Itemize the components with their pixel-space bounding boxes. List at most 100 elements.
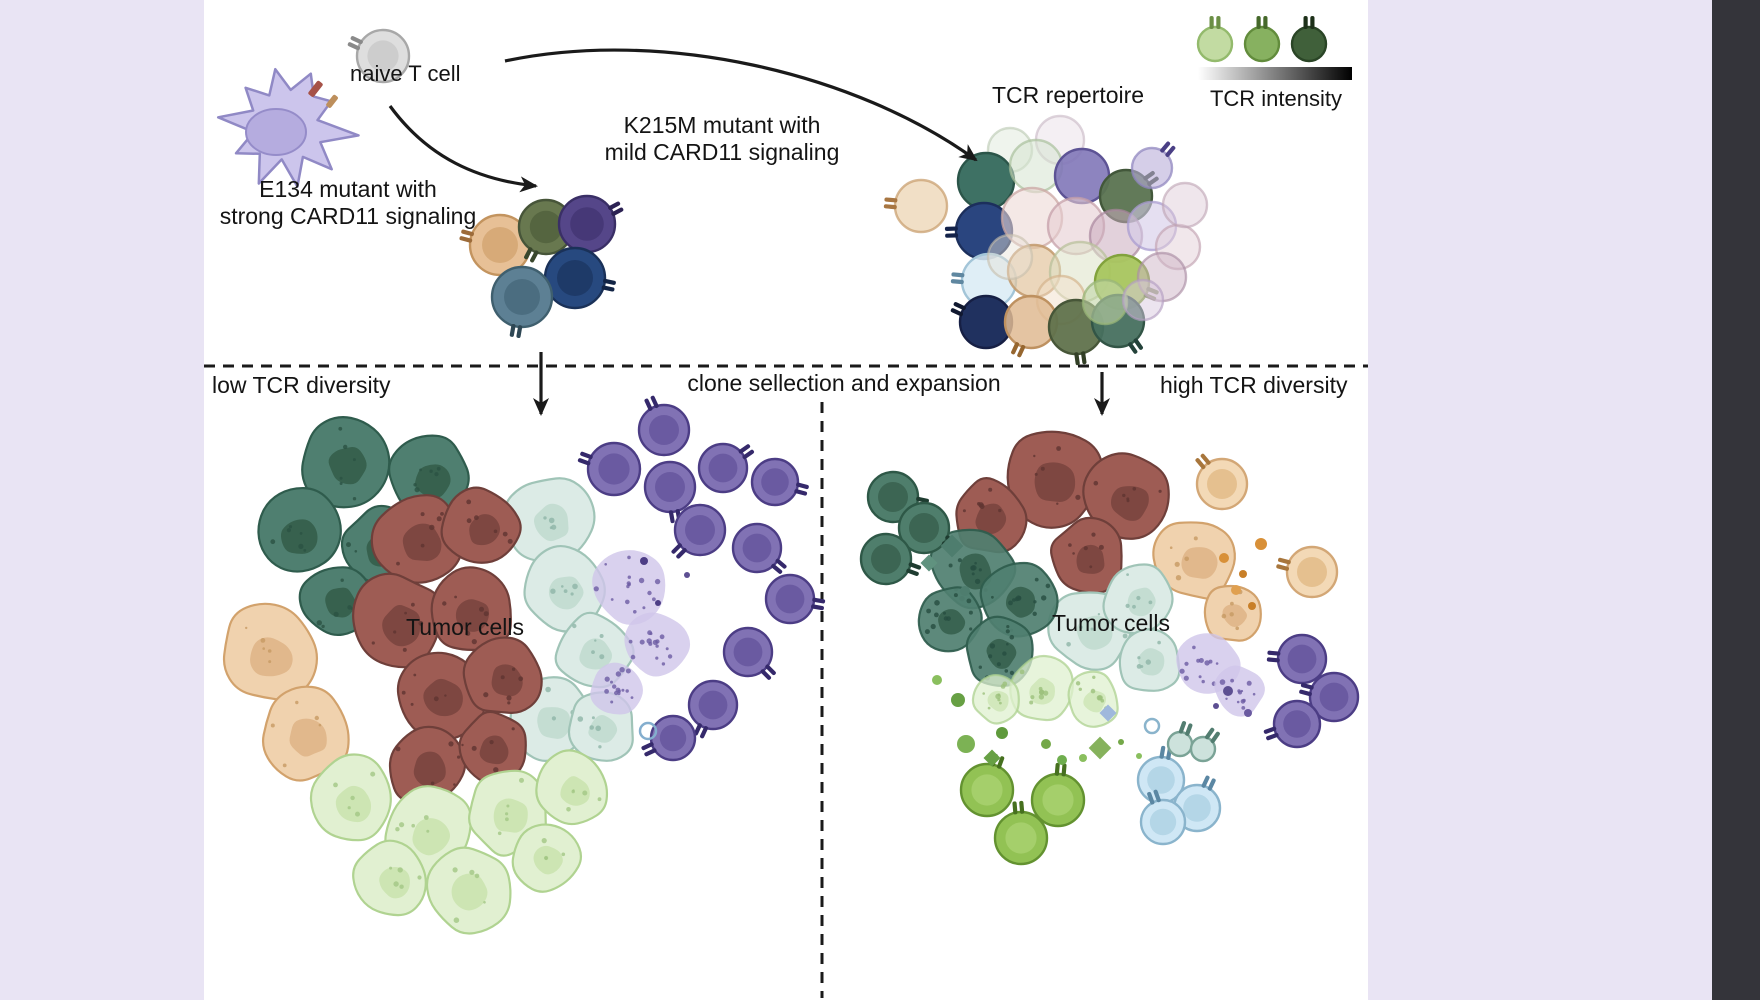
cell — [637, 395, 691, 457]
cell — [671, 503, 727, 559]
tumor-cells-right-label: Tumor cells — [1052, 610, 1170, 637]
right-t-cells-blue — [1136, 745, 1222, 846]
tumor-cell — [1102, 563, 1174, 635]
right-tumor-peach — [1152, 521, 1262, 642]
tcr-icon — [1209, 16, 1221, 29]
cell — [1166, 721, 1194, 758]
cell — [1030, 762, 1086, 828]
cell — [577, 441, 642, 497]
cell — [1195, 453, 1249, 511]
tcr-icon — [509, 323, 523, 339]
k215m-line1: K215M mutant with — [623, 112, 821, 138]
tcr-icon — [1011, 342, 1026, 358]
naive-t-cell-label: naive T cell — [350, 60, 460, 87]
tumor-cell — [352, 572, 443, 669]
intensity-gradient-bar — [1198, 67, 1352, 80]
tcr-icon — [1303, 16, 1315, 29]
tumor-cells-left-label: Tumor cells — [406, 614, 524, 641]
tcr-icon — [811, 597, 826, 611]
antigen-receptor-bit — [326, 94, 338, 108]
cell — [1008, 138, 1064, 194]
cell — [1130, 141, 1176, 190]
tcr-icon — [577, 451, 593, 466]
tumor-cell — [388, 725, 467, 804]
tcr-icon — [1054, 762, 1067, 777]
tcr-icon — [644, 395, 659, 411]
cell — [959, 753, 1015, 818]
tumor-cell — [462, 636, 543, 714]
tcr-icon — [1147, 789, 1161, 805]
tcr-icon — [1266, 650, 1281, 663]
tumor-cells-left-text: Tumor cells — [406, 614, 524, 640]
e134-line2: strong CARD11 signaling — [219, 203, 477, 229]
tcr-icon — [671, 543, 687, 559]
cell — [859, 532, 922, 586]
cell — [1243, 16, 1281, 63]
tcr-icon — [1276, 557, 1291, 571]
cell — [490, 265, 554, 339]
tcr-icon — [641, 742, 657, 757]
tumor-cell — [511, 823, 583, 893]
right-t-cells-brightgreen — [959, 753, 1086, 866]
low-diversity-text: low TCR diversity — [212, 372, 391, 398]
tcr-icon — [693, 723, 709, 739]
tcr-icon — [347, 36, 363, 51]
tcr-icon — [1201, 775, 1216, 791]
tumor-cell — [1009, 654, 1074, 722]
left-tumor-maroon — [352, 486, 543, 804]
e134-arrow — [388, 105, 538, 193]
cell — [1189, 727, 1220, 763]
right-tumor-apoptotic — [1176, 633, 1265, 717]
cell — [1081, 278, 1129, 326]
tumor-cell — [1006, 430, 1104, 529]
tcr-repertoire-cells — [883, 114, 1209, 366]
cell — [986, 233, 1034, 281]
cell — [950, 294, 1014, 350]
cell — [1263, 699, 1322, 749]
left-t-cells — [577, 395, 826, 762]
right-t-cells-small — [1166, 721, 1220, 763]
divider-lines — [204, 364, 1368, 998]
cell — [722, 626, 776, 680]
tcr-icon — [1012, 800, 1025, 815]
low-diversity-label: low TCR diversity — [212, 372, 391, 399]
tcr-intensity-label: TCR intensity — [1198, 85, 1354, 112]
tumor-cell — [257, 486, 342, 573]
tcr-icon — [738, 444, 755, 460]
cell — [1136, 745, 1186, 805]
tcr-icon — [1128, 338, 1143, 354]
tcr-icon — [608, 201, 624, 216]
cell — [1299, 671, 1360, 723]
tcr-icon — [794, 482, 809, 496]
left-tumor-green — [309, 749, 609, 935]
tumor-cell — [1152, 521, 1236, 600]
tumor-cell — [503, 477, 596, 564]
tumor-cell — [592, 550, 666, 625]
tumor-cell — [624, 612, 691, 677]
tumor-cell — [370, 494, 465, 584]
right-t-cells-peach — [1195, 453, 1339, 599]
cell — [557, 194, 624, 254]
clone-selection-text: clone sellection and expansion — [687, 370, 1001, 396]
right-dark-strip — [1712, 0, 1760, 1000]
e134-label: E134 mutant with strong CARD11 signaling — [202, 176, 494, 230]
debris — [638, 534, 1267, 767]
dendritic-cell — [216, 67, 360, 188]
cell — [750, 457, 809, 507]
high-diversity-text: high TCR diversity — [1160, 372, 1348, 398]
tcr-icon — [771, 558, 787, 574]
cell — [1290, 16, 1328, 63]
cell — [543, 246, 616, 310]
cell — [1266, 633, 1328, 685]
tumor-cell — [1118, 628, 1181, 692]
tcr-icon — [601, 278, 616, 292]
cell — [993, 800, 1049, 866]
cell — [1196, 16, 1234, 63]
tumor-cell — [222, 602, 319, 701]
tumor-cell — [1214, 665, 1265, 717]
cell — [764, 573, 826, 625]
tcr-repertoire-text: TCR repertoire — [992, 82, 1145, 108]
e134-cells — [459, 194, 624, 339]
